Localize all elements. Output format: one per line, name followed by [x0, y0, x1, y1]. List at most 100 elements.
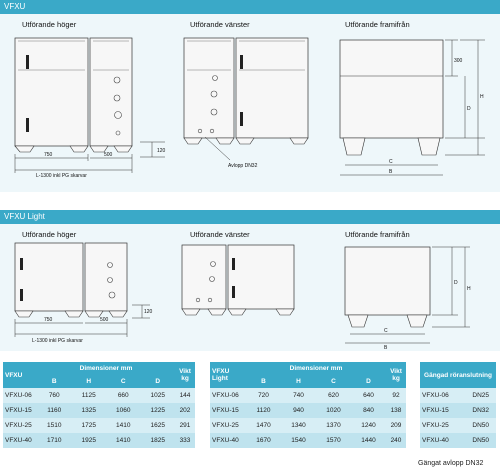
dim-300: 300 [454, 58, 463, 64]
table-cell: VFXU-15 [420, 403, 466, 418]
pipe-connection [210, 90, 218, 98]
table-cell: 1370 [316, 418, 351, 433]
pipe-connection [113, 94, 121, 102]
table-cell: VFXU-06 [210, 388, 246, 403]
vfxu-light-drawings: 750 500 L-1300 inkl PG skarvar 120 [14, 242, 471, 351]
table-cell: 1825 [140, 433, 175, 448]
door-handle [240, 112, 243, 126]
light-dim-C: C [384, 328, 388, 334]
table-cell: 92 [386, 388, 406, 403]
vfxu-light-dimensions-table: VFXU Light Dimensioner mm Vikt kg B H C … [210, 362, 406, 448]
dim-500: 500 [104, 152, 113, 158]
pipe-connection [207, 297, 213, 303]
light-dim-D: D [454, 280, 458, 286]
table-col-header: B [246, 375, 281, 388]
unit-front [339, 39, 444, 139]
light-dim-H: H [467, 286, 471, 292]
table-cell: 291 [175, 418, 195, 433]
light-view-label-front: Utförande framifrån [345, 230, 410, 239]
table-cell: 1340 [281, 418, 316, 433]
door-handle [232, 286, 235, 298]
dim-total: L-1300 inkl PG skarvar [36, 173, 87, 179]
table-row: VFXU-06 DN25 [420, 388, 496, 403]
table-cell: 1325 [71, 403, 106, 418]
pipe-connection [212, 75, 218, 81]
pipe-connection [107, 277, 113, 283]
unit-panel [89, 37, 133, 147]
door-handle [232, 258, 235, 270]
light-dim-120: 120 [144, 309, 153, 315]
table-cell: 1160 [37, 403, 72, 418]
table-row: VFXU-40 DN50 [420, 433, 496, 448]
table-cell: VFXU-15 [210, 403, 246, 418]
table-cell: 138 [386, 403, 406, 418]
table-cell: 1510 [37, 418, 72, 433]
table-col-header: B [37, 375, 72, 388]
table-cell: VFXU-15 [3, 403, 37, 418]
table-col-header: H [71, 375, 106, 388]
table-cell: 1540 [281, 433, 316, 448]
drain-note: Gängat avlopp DN32 [418, 460, 484, 467]
table-cell: 1020 [316, 403, 351, 418]
unit-front [344, 246, 431, 316]
table-cell: 1440 [351, 433, 386, 448]
table-header-model: VFXU Light [210, 362, 246, 388]
table-header-pipe: Gängad röranslutning [420, 362, 496, 388]
section-header-vfxu: VFXU [0, 0, 500, 14]
table-cell: DN50 [465, 433, 496, 448]
table-cell: 209 [386, 418, 406, 433]
vfxu-dimensions-table: VFXU Dimensioner mm Vikt kg B H C D VFXU… [3, 362, 195, 448]
table-cell: VFXU-06 [420, 388, 466, 403]
unit-foot [406, 314, 428, 328]
table-cell: 1120 [246, 403, 281, 418]
light-dim-750: 750 [44, 317, 53, 323]
pipe-connection [114, 111, 122, 119]
dim-B: B [389, 169, 393, 175]
table-cell: 620 [316, 388, 351, 403]
table-cell: 1410 [106, 418, 141, 433]
pipe-connection [210, 108, 218, 116]
table-cell: VFXU-06 [3, 388, 37, 403]
unit-foot [417, 137, 441, 156]
table-row: VFXU-40 1710 1925 1410 1825 333 [3, 433, 195, 448]
table-cell: 1570 [316, 433, 351, 448]
table-cell: VFXU-40 [210, 433, 246, 448]
pipe-connection [107, 262, 113, 268]
table-cell: 1725 [71, 418, 106, 433]
table-cell: 202 [175, 403, 195, 418]
view-label-left: Utförande vänster [190, 20, 250, 29]
table-cell: 333 [175, 433, 195, 448]
table-cell: 240 [386, 433, 406, 448]
pipe-connection [113, 76, 121, 84]
door-handle [26, 55, 29, 69]
door-handle [26, 118, 29, 132]
drain-label: Avlopp DN32 [228, 163, 258, 169]
table-cell: 1670 [246, 433, 281, 448]
table-cell: 1225 [140, 403, 175, 418]
table-cell: 940 [281, 403, 316, 418]
dim-H: H [480, 94, 484, 100]
door-handle [20, 289, 23, 301]
table-cell: 1410 [106, 433, 141, 448]
table-cell: 840 [351, 403, 386, 418]
table-header-weight: Vikt kg [175, 362, 195, 388]
table-row: VFXU-15 1160 1325 1060 1225 202 [3, 403, 195, 418]
dim-C: C [389, 159, 393, 165]
view-label-right: Utförande höger [22, 20, 77, 29]
table-cell: VFXU-25 [210, 418, 246, 433]
table-cell: VFXU-40 [420, 433, 466, 448]
light-view-label-left: Utförande vänster [190, 230, 250, 239]
light-dim-B: B [384, 345, 388, 351]
table-row: VFXU-15 1120 940 1020 840 138 [210, 403, 406, 418]
section-header-vfxu-light: VFXU Light [0, 210, 500, 224]
table-cell: DN32 [465, 403, 496, 418]
dim-750: 750 [44, 152, 53, 158]
unit-panel [183, 37, 235, 139]
unit-foot [347, 314, 369, 328]
table-header-weight: Vikt kg [386, 362, 406, 388]
table-cell: DN50 [465, 418, 496, 433]
table-header-model: VFXU [3, 362, 37, 388]
table-cell: 1470 [246, 418, 281, 433]
table-cell: 1240 [351, 418, 386, 433]
table-row: VFXU-25 1510 1725 1410 1625 291 [3, 418, 195, 433]
